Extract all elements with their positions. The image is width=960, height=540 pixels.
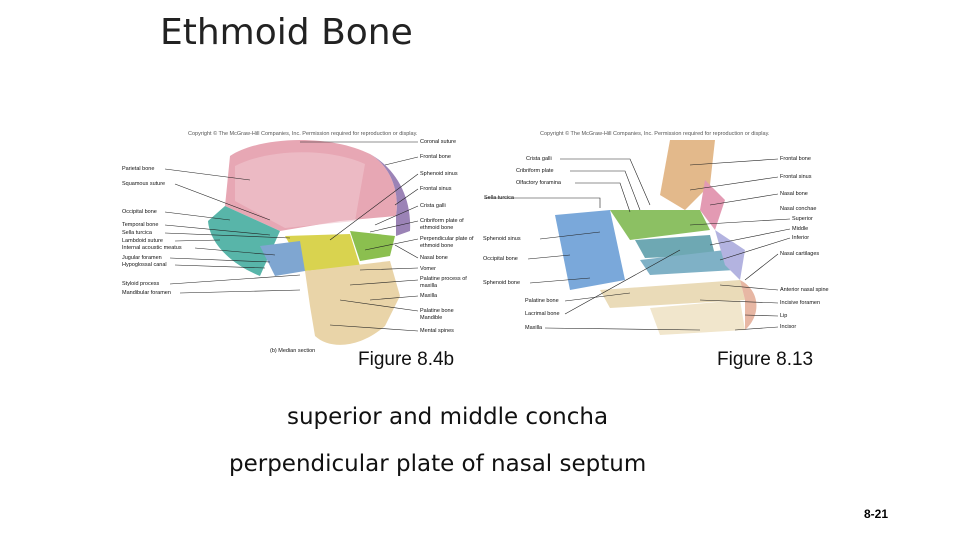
label-palatine-bone: Palatine bone — [525, 298, 559, 304]
label-parietal-bone: Parietal bone — [122, 166, 155, 172]
figure-caption-right: Figure 8.13 — [717, 349, 814, 370]
label-cribriform-plate: Cribriform plate of ethmoid bone — [420, 218, 464, 231]
label-occipital-bone: Occipital bone — [122, 209, 157, 215]
label-cribriform-plate: Cribriform plate — [516, 168, 554, 174]
label-maxilla: Maxilla — [525, 325, 543, 331]
label-occipital-bone: Occipital bone — [483, 256, 518, 262]
label-incisive-foramen: Incisive foramen — [780, 300, 821, 306]
label-crista-galli: Crista galli — [420, 203, 446, 209]
label-hypoglossal-canal: Hypoglossal canal — [122, 262, 167, 268]
label-lip: Lip — [780, 313, 788, 319]
label-frontal-sinus: Frontal sinus — [420, 186, 452, 192]
label-crista-galli: Crista galli — [526, 156, 552, 162]
label-mental-spines: Mental spines — [420, 328, 454, 334]
label-mandibular-foramen: Mandibular foramen — [122, 290, 171, 296]
label-nasal-cartilages: Nasal cartilages — [780, 251, 820, 257]
label-jugular-foramen: Jugular foramen — [122, 255, 162, 261]
label-nasal-bone: Nasal bone — [780, 191, 808, 197]
label-superior: Superior — [792, 216, 813, 222]
label-anterior-nasal-spine: Anterior nasal spine — [780, 287, 829, 293]
copyright-notice: Copyright © The McGraw-Hill Companies, I… — [188, 131, 418, 137]
label-frontal-bone: Frontal bone — [420, 154, 451, 160]
label-sella-turcica: Sella turcica — [122, 230, 152, 236]
sub-caption-median-section: (b) Median section — [270, 348, 316, 354]
page-number: 8-21 — [863, 507, 888, 521]
note-perpendicular-plate: perpendicular plate of nasal septum — [229, 451, 647, 477]
label-nasal-bone: Nasal bone — [420, 255, 448, 261]
label-perpendicular-plate: Perpendicular plate of ethmoid bone — [420, 236, 474, 249]
label-coronal-suture: Coronal suture — [420, 139, 457, 145]
label-palatine-bone: Palatine bone — [420, 308, 454, 314]
copyright-notice: Copyright © The McGraw-Hill Companies, I… — [540, 131, 770, 137]
skull-median-section-illustration — [208, 139, 411, 345]
label-squamous-suture: Squamous suture — [122, 181, 166, 187]
label-lacrimal-bone: Lacrimal bone — [525, 311, 560, 317]
label-frontal-bone: Frontal bone — [780, 156, 811, 162]
label-sphenoid-bone: Sphenoid bone — [483, 280, 521, 286]
label-vomer: Vomer — [420, 266, 436, 272]
label-incisor: Incisor — [780, 324, 797, 330]
label-frontal-sinus: Frontal sinus — [780, 174, 812, 180]
label-sphenoid-sinus: Sphenoid sinus — [420, 171, 458, 177]
label-sphenoid-sinus: Sphenoid sinus — [483, 236, 521, 242]
label-styloid-process: Styloid process — [122, 281, 160, 287]
label-internal-acoustic-meatus: Internal acoustic meatus — [122, 245, 182, 251]
label-lambdoid-suture: Lambdoid suture — [122, 238, 163, 244]
label-olfactory-foramina: Olfactory foramina — [516, 180, 561, 186]
label-maxilla: Maxilla — [420, 293, 438, 299]
nasal-cavity-sagittal-illustration — [555, 140, 757, 335]
label-palatine-process: Palatine process of maxilla — [420, 276, 467, 289]
label-mandible: Mandible — [420, 315, 443, 321]
label-nasal-conchae: Nasal conchae — [780, 206, 817, 212]
figure-caption-left: Figure 8.4b — [358, 349, 455, 370]
label-temporal-bone: Temporal bone — [122, 222, 159, 228]
slide-title: Ethmoid Bone — [160, 12, 413, 53]
label-inferior: Inferior — [792, 235, 810, 241]
note-superior-middle-concha: superior and middle concha — [287, 404, 609, 430]
label-middle: Middle — [792, 226, 809, 232]
